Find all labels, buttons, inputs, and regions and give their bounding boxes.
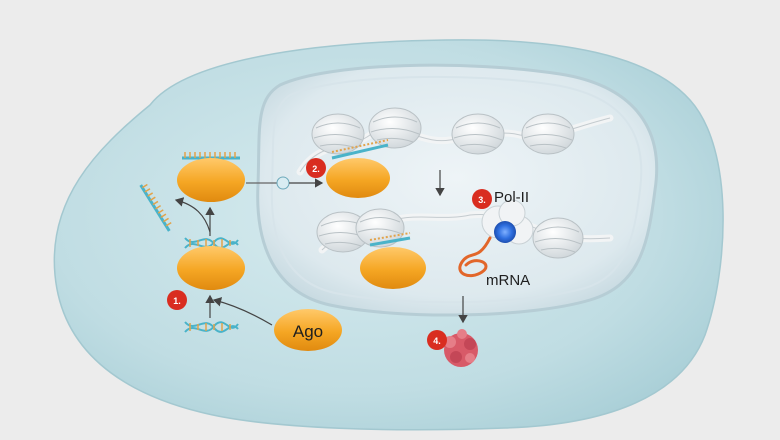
ago-label: Ago	[293, 322, 323, 341]
nucleosome	[532, 217, 584, 259]
nucleosome	[521, 113, 575, 155]
nucleosome	[368, 107, 422, 149]
passenger-strand	[139, 183, 172, 232]
mrna-label: mRNA	[486, 272, 530, 289]
step-badge-3: 3.	[472, 189, 492, 209]
pol-ii-complex	[481, 199, 534, 245]
nucleus	[256, 63, 659, 317]
step-badge-1: 1.	[167, 290, 187, 310]
strand-ejection-arrow	[174, 197, 211, 233]
step-badge-4: 4.	[427, 330, 447, 350]
ago-recruit-arrow	[212, 297, 273, 326]
sirna-duplex	[184, 321, 239, 333]
svg-text:1.: 1.	[173, 296, 181, 306]
protein-product	[444, 329, 478, 367]
svg-text:3.: 3.	[478, 195, 486, 205]
nucleosome	[311, 113, 365, 155]
step-badge-2: 2.	[306, 158, 326, 178]
svg-text:4.: 4.	[433, 336, 441, 346]
svg-text:2.: 2.	[312, 164, 320, 174]
ago-protein	[274, 309, 342, 351]
ago-complex-nuclear	[326, 139, 390, 198]
ago-complex-chromatin	[360, 232, 426, 289]
mrna-strand	[458, 236, 492, 278]
ago-duplex-complex	[177, 237, 245, 290]
ago-guide-complex	[177, 152, 245, 202]
nucleosome	[451, 113, 505, 155]
nuclear-pore	[276, 176, 290, 190]
nucleosome	[355, 208, 405, 248]
nuclear-envelope-inner	[270, 75, 643, 304]
pol-ii-label: Pol-II	[494, 189, 529, 206]
